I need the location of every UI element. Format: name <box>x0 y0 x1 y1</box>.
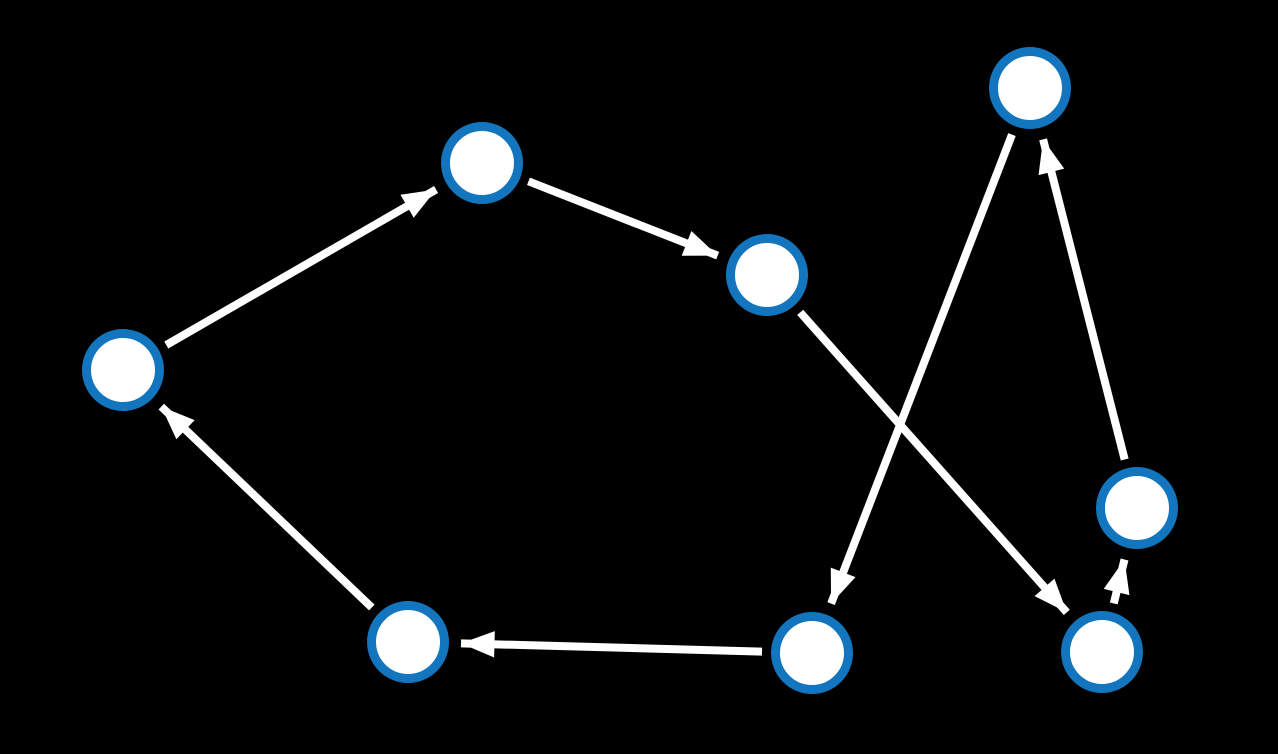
graph-node-upper-middle <box>726 234 808 316</box>
graph-edge-top-right-to-bottom-middle <box>827 133 1016 606</box>
graph-node-upper-left <box>441 122 523 204</box>
graph-edge-upper-middle-to-bottom-right <box>797 309 1070 616</box>
graph-node-right <box>1096 467 1178 549</box>
graph-edge-left-to-upper-left <box>164 186 439 349</box>
graph-edge-bottom-right-to-right <box>1103 558 1130 605</box>
graph-node-bottom-right <box>1061 611 1143 693</box>
graph-edge-bottom-middle-to-bottom-left <box>460 631 763 658</box>
graph-node-bottom-left <box>367 601 449 683</box>
graph-edge-bottom-left-to-left <box>158 403 375 611</box>
graph-node-left <box>82 329 164 411</box>
graph-edge-right-to-top-right <box>1038 138 1129 461</box>
graph-node-top-right <box>989 47 1071 129</box>
graph-node-bottom-middle <box>771 612 853 694</box>
graph-edge-upper-left-to-upper-middle <box>527 177 720 260</box>
